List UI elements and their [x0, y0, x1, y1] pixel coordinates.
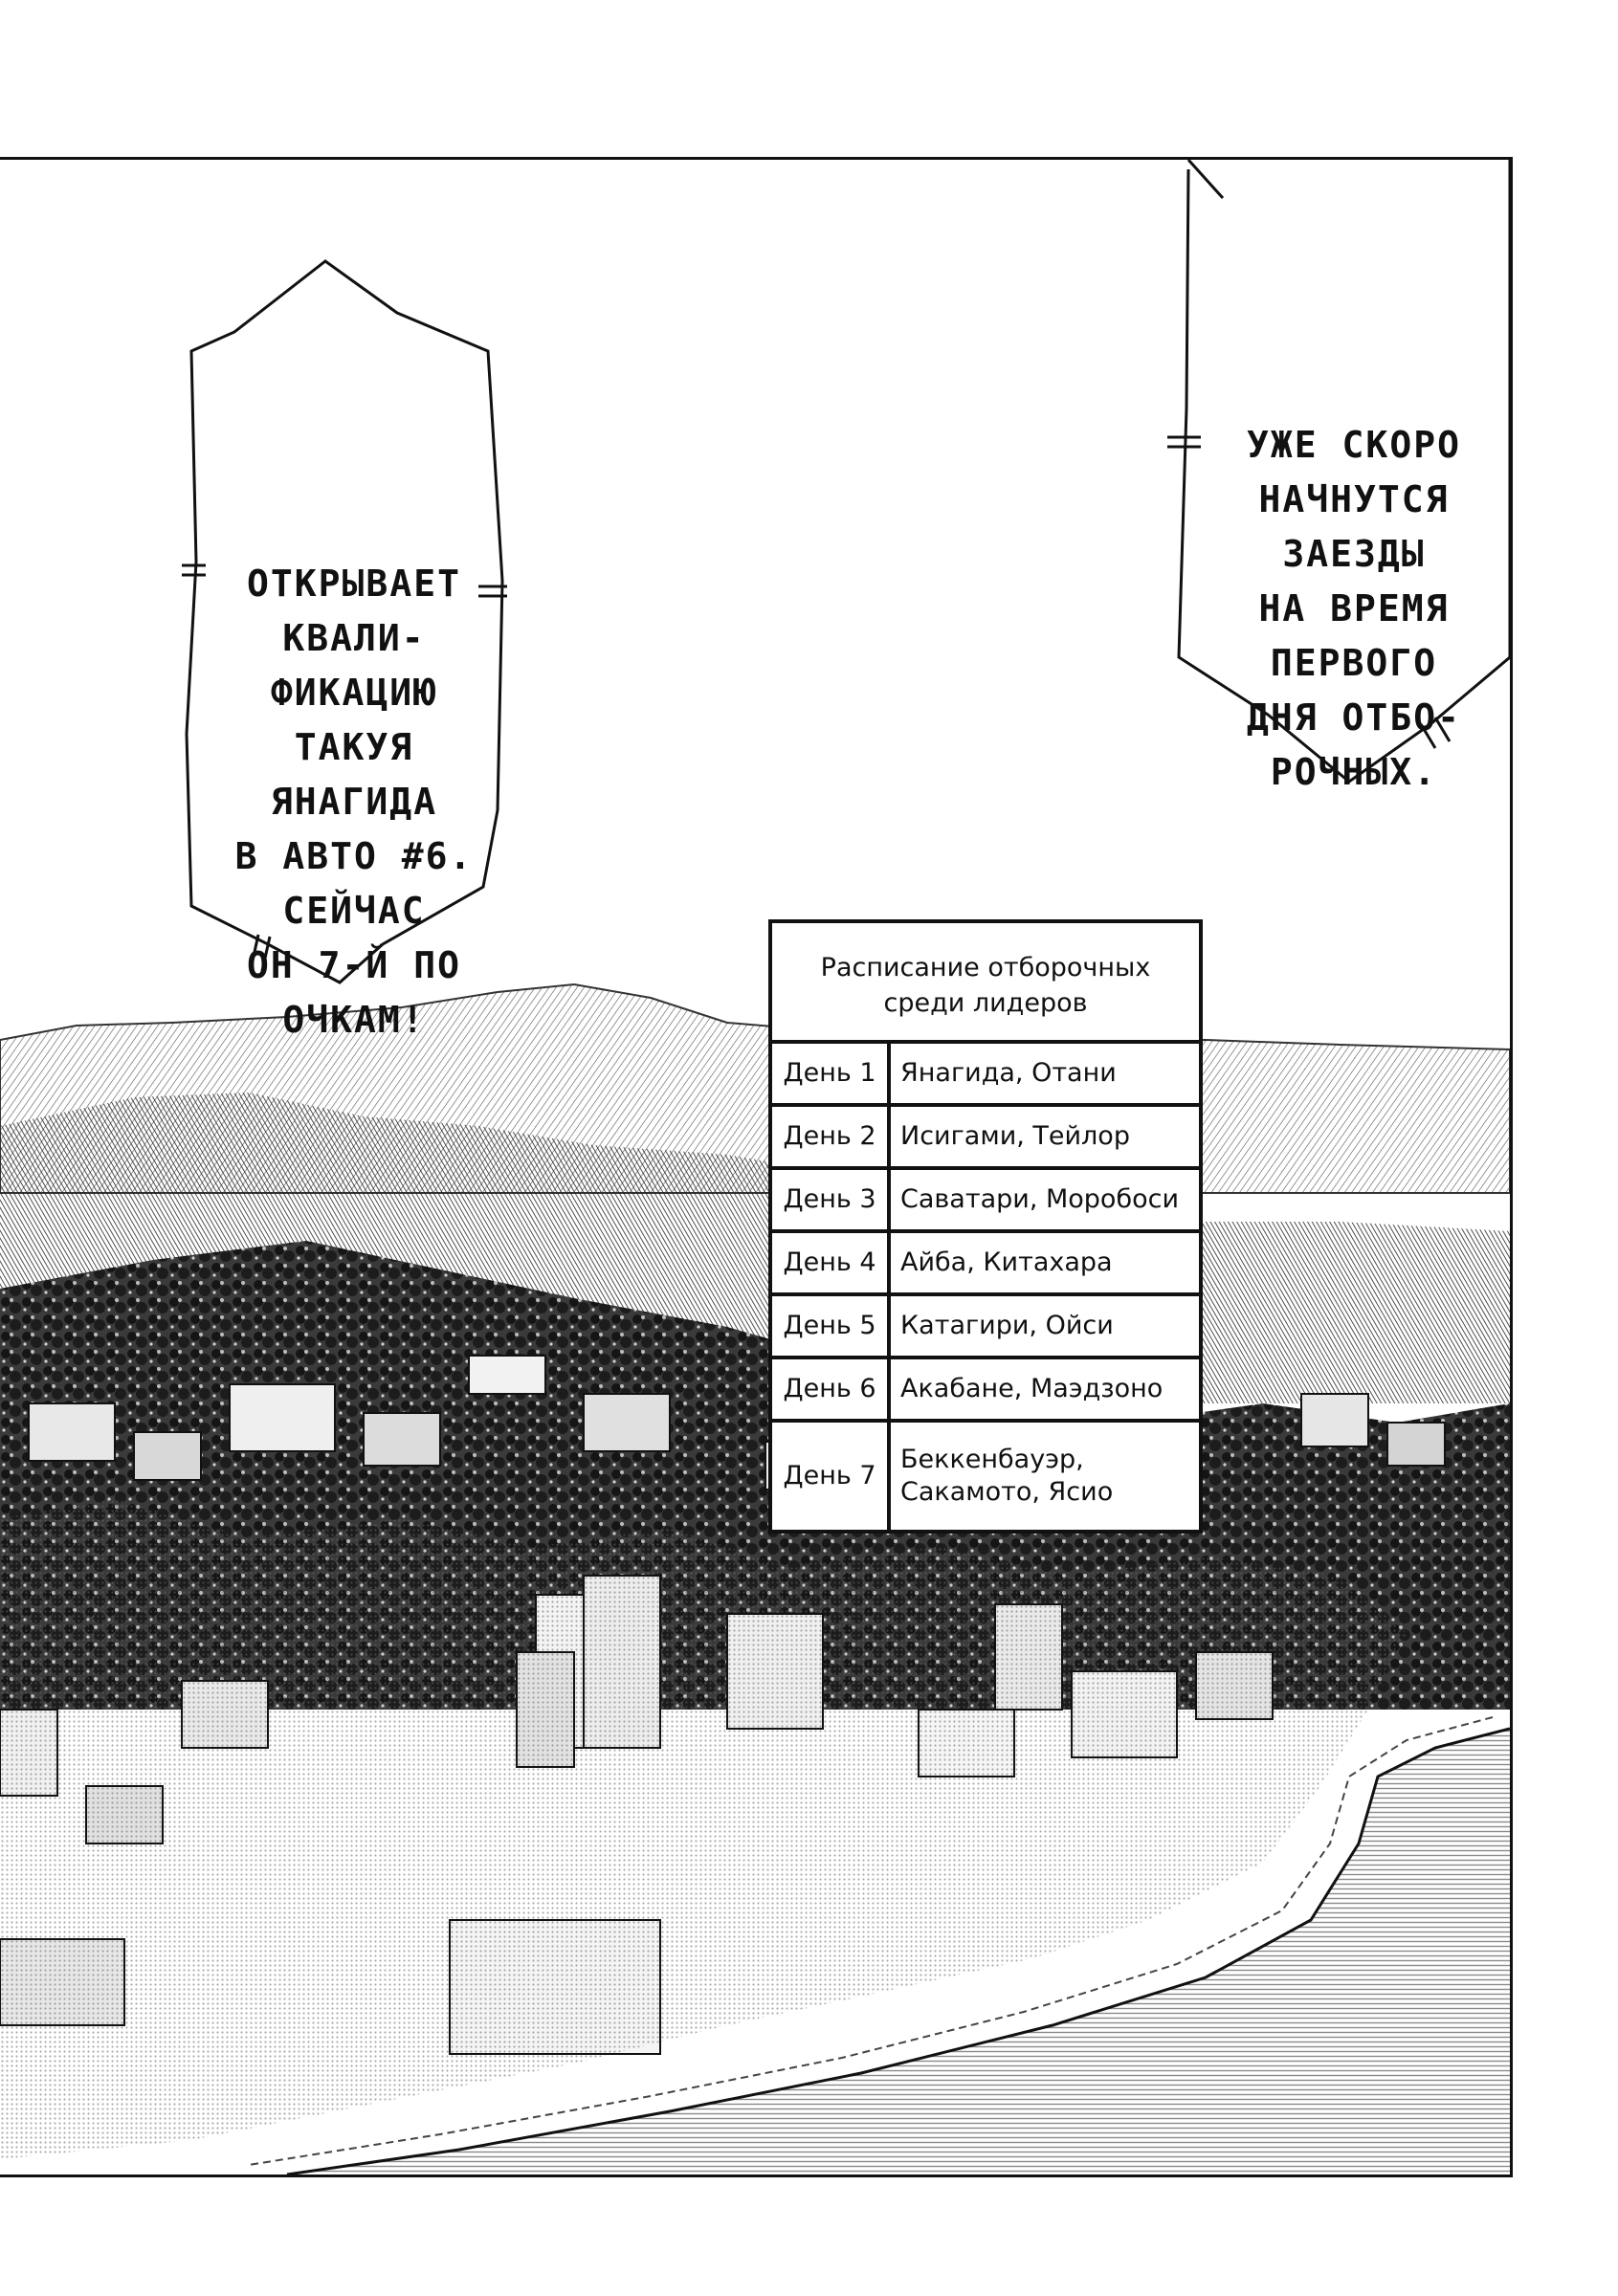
schedule-rows: День 1 Янагида, Отани День 2 Исигами, Те…: [772, 1044, 1199, 1530]
table-row: День 6 Акабане, Маэдзоно: [772, 1356, 1199, 1421]
balloon-right-text: УЖЕ СКОРО НАЧНУТСЯ ЗАЕЗДЫ НА ВРЕМЯ ПЕРВО…: [1247, 424, 1461, 793]
table-row: День 3 Саватари, Моробоси: [772, 1166, 1199, 1231]
qualifying-schedule-table: Расписание отборочных среди лидеров День…: [768, 919, 1203, 1534]
drivers-cell: Янагида, Отани: [900, 1058, 1117, 1088]
drivers-cell: Саватари, Моробоси: [889, 1166, 1199, 1231]
day-label: День 1: [772, 1044, 891, 1105]
day-label: День 2: [772, 1103, 891, 1168]
drivers-cell: Катагири, Ойси: [889, 1292, 1199, 1358]
drivers-cell: Айба, Китахара: [889, 1229, 1199, 1294]
drivers-cell: Исигами, Тейлор: [889, 1103, 1199, 1168]
sea: [287, 1729, 1510, 2175]
table-row: День 7 Беккенбауэр, Сакамото, Ясио: [772, 1419, 1199, 1530]
drivers-cell: Беккенбауэр, Сакамото, Ясио: [889, 1419, 1199, 1530]
day-label: День 5: [772, 1292, 891, 1358]
table-row: День 4 Айба, Китахара: [772, 1229, 1199, 1294]
balloon-right-outline: [1167, 160, 1510, 784]
day-label: День 6: [772, 1356, 891, 1421]
balloon-left-outline: [182, 259, 507, 984]
drivers-cell: Акабане, Маэдзоно: [889, 1356, 1199, 1421]
day-label: День 3: [772, 1166, 891, 1231]
manga-panel: ОТКРЫВАЕТ КВАЛИ- ФИКАЦИЮ ТАКУЯ ЯНАГИДА В…: [0, 157, 1513, 2177]
balloon-left-text: ОТКРЫВАЕТ КВАЛИ- ФИКАЦИЮ ТАКУЯ ЯНАГИДА В…: [234, 563, 474, 1041]
day-label: День 7: [772, 1419, 891, 1530]
town-vegetation: [0, 1499, 1407, 2159]
day-label: День 4: [772, 1229, 891, 1294]
coastal-road: [248, 1716, 1494, 2166]
coastline: [286, 1727, 1510, 2175]
table-row: День 1 Янагида, Отани: [772, 1044, 1199, 1105]
table-row: День 5 Катагири, Ойси: [772, 1292, 1199, 1358]
table-row: День 2 Исигами, Тейлор: [772, 1103, 1199, 1168]
schedule-title: Расписание отборочных среди лидеров: [772, 923, 1199, 1044]
